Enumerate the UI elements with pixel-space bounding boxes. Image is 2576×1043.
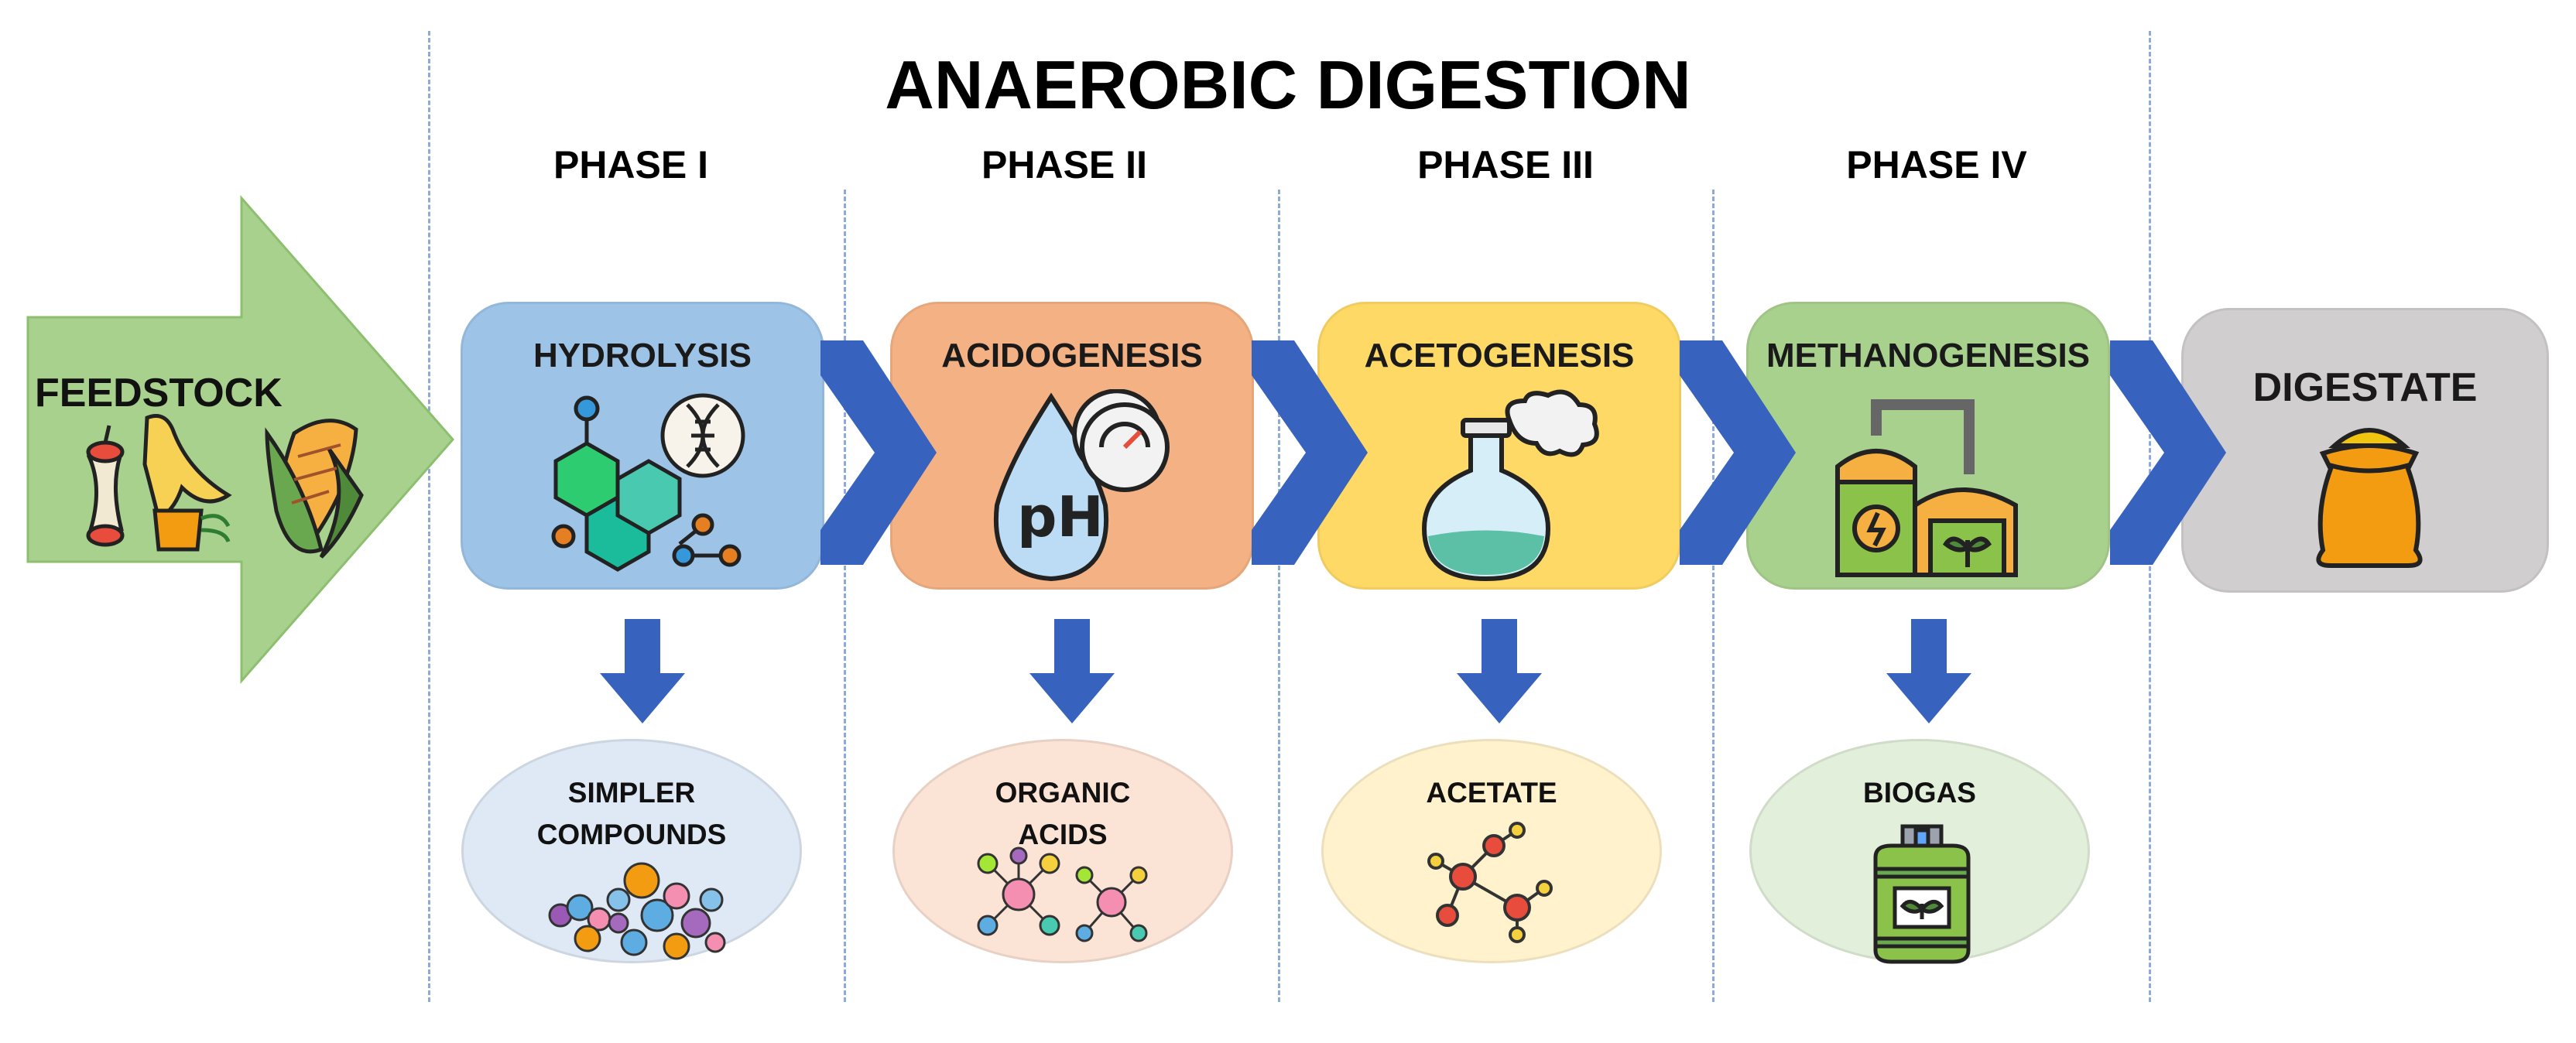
stage-title-acetogenesis: ACETOGENESIS (1364, 337, 1635, 374)
ph-drop-gauge-icon: pH (993, 389, 1170, 582)
molecule-dna-icon (551, 393, 745, 572)
divider-phase-2-3 (1278, 190, 1280, 1002)
stage-title-methanogenesis: METHANOGENESIS (1766, 337, 2091, 374)
product-organic-acids: ORGANIC ACIDS (892, 739, 1233, 963)
product-title-biogas: BIOGAS (1863, 777, 1976, 809)
food-waste-and-corn-icon (86, 414, 364, 559)
stage-methanogenesis: METHANOGENESIS (1746, 302, 2110, 590)
product-simpler-compounds: SIMPLER COMPOUNDS (461, 739, 802, 963)
sack-icon (2316, 428, 2423, 568)
chevron-arrow-icon (1252, 340, 1368, 565)
product-title-simpler-compounds: SIMPLER COMPOUNDS (536, 777, 727, 850)
stage-title-digestate: DIGESTATE (2252, 365, 2478, 410)
divider-phase-3-4 (1712, 190, 1714, 1002)
down-arrow-icon (600, 619, 685, 723)
product-biogas: BIOGAS (1749, 739, 2090, 964)
gas-cylinder-icon (1873, 824, 1971, 964)
divider-phase-1-2 (844, 190, 846, 1002)
flask-icon (1421, 389, 1599, 582)
stage-acetogenesis: ACETOGENESIS (1317, 302, 1681, 590)
chevron-arrow-icon (1680, 340, 1796, 565)
phase-label-3: PHASE III (1417, 143, 1594, 186)
phase-label-1: PHASE I (553, 143, 709, 186)
product-title-organic-acids: ORGANIC ACIDS (995, 777, 1131, 850)
feedstock-label: FEEDSTOCK (35, 371, 283, 415)
chevron-arrow-icon (820, 340, 937, 565)
feedstock-arrow (26, 195, 454, 684)
svg-text:pH: pH (1017, 484, 1104, 549)
stage-digestate: DIGESTATE (2181, 308, 2549, 593)
diagram-title: ANAEROBIC DIGESTION (885, 46, 1691, 123)
down-arrow-icon (1029, 619, 1115, 723)
phase-label-4: PHASE IV (1846, 143, 2027, 186)
acid-molecules-icon (977, 846, 1148, 942)
down-arrow-icon (1457, 619, 1542, 723)
product-title-acetate: ACETATE (1426, 777, 1557, 809)
phase-label-2: PHASE II (981, 143, 1147, 186)
product-acetate: ACETATE (1321, 739, 1662, 963)
stage-title-hydrolysis: HYDROLYSIS (533, 337, 752, 374)
stage-hydrolysis: HYDROLYSIS (461, 302, 824, 590)
down-arrow-icon (1886, 619, 1971, 723)
molecules-icon (548, 862, 726, 960)
stage-acidogenesis: ACIDOGENESIS pH (890, 302, 1254, 590)
divider-outer-left (428, 31, 430, 1002)
acetate-molecule-icon (1427, 822, 1553, 943)
chevron-arrow-icon (2110, 340, 2226, 565)
stage-title-acidogenesis: ACIDOGENESIS (941, 337, 1203, 374)
biogas-plant-icon (1835, 399, 2018, 577)
